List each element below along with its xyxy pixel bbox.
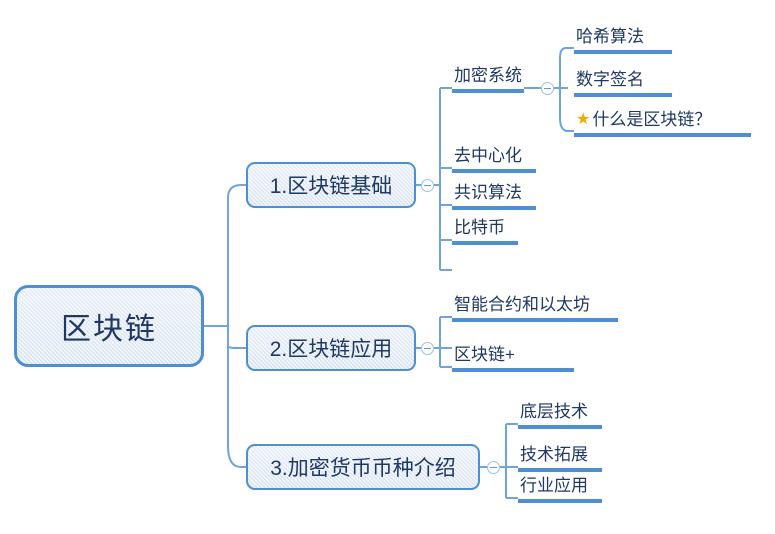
branch-node-1-label: 1.区块链基础 [269, 175, 393, 198]
leaf-node-digital-signature[interactable]: 数字签名 [574, 70, 672, 97]
leaf-node-blockchain-plus[interactable]: 区块链+ [452, 345, 574, 372]
leaf-node-smart-contracts-ethereum-label: 智能合约和以太坊 [454, 295, 590, 314]
leaf-node-industry-application-label: 行业应用 [520, 476, 588, 495]
root-node-label: 区块链 [61, 313, 157, 346]
leaf-node-decentralization-label: 去中心化 [454, 146, 522, 165]
leaf-node-consensus-algorithm[interactable]: 共识算法 [452, 183, 536, 210]
leaf-node-consensus-algorithm-label: 共识算法 [454, 183, 522, 202]
collapse-minus-icon-branch-2[interactable] [421, 342, 434, 355]
leaf-node-smart-contracts-ethereum[interactable]: 智能合约和以太坊 [452, 295, 618, 322]
collapse-minus-icon-branch-1[interactable] [421, 179, 434, 192]
leaf-node-what-is-blockchain[interactable]: ★什么是区块链？ [574, 110, 751, 137]
leaf-node-underlying-technology-label: 底层技术 [520, 402, 588, 421]
leaf-node-industry-application[interactable]: 行业应用 [518, 476, 602, 503]
leaf-node-digital-signature-label: 数字签名 [576, 70, 644, 89]
root-node[interactable]: 区块链 [14, 285, 204, 367]
leaf-node-hash-algorithm-label: 哈希算法 [576, 27, 644, 46]
leaf-node-technology-expansion-label: 技术拓展 [520, 445, 588, 464]
leaf-node-what-is-blockchain-label: 什么是区块链？ [592, 110, 712, 129]
collapse-minus-icon-branch-3[interactable] [487, 461, 500, 474]
branch-node-3[interactable]: 3.加密货币币种介绍 [246, 444, 480, 490]
leaf-node-technology-expansion[interactable]: 技术拓展 [518, 445, 602, 472]
leaf-node-encryption-system-label: 加密系统 [454, 66, 522, 85]
leaf-node-encryption-system[interactable]: 加密系统 [452, 66, 524, 93]
collapse-minus-icon-encryption-system[interactable] [541, 82, 554, 95]
branch-node-3-label: 3.加密货币币种介绍 [270, 457, 456, 480]
star-icon: ★ [576, 111, 591, 128]
leaf-node-blockchain-plus-label: 区块链+ [454, 345, 515, 364]
leaf-node-hash-algorithm[interactable]: 哈希算法 [574, 27, 672, 54]
branch-node-2-label: 2.区块链应用 [269, 338, 393, 361]
branch-node-2[interactable]: 2.区块链应用 [246, 325, 416, 371]
branch-node-1[interactable]: 1.区块链基础 [246, 162, 416, 208]
leaf-node-underlying-technology[interactable]: 底层技术 [518, 402, 602, 429]
leaf-node-bitcoin[interactable]: 比特币 [452, 218, 518, 245]
leaf-node-bitcoin-label: 比特币 [454, 218, 505, 237]
leaf-node-decentralization[interactable]: 去中心化 [452, 146, 536, 173]
